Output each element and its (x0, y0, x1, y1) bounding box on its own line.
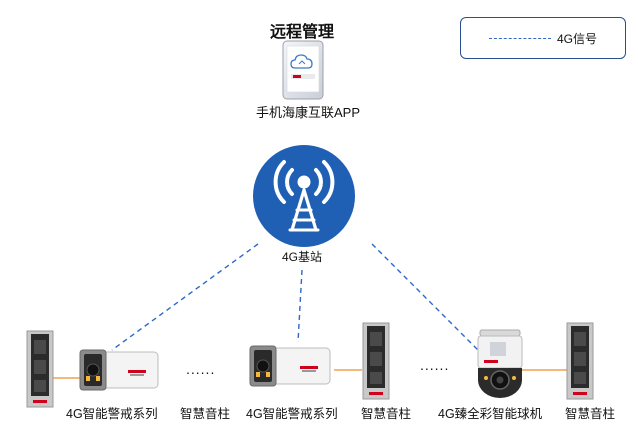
base-station-icon (253, 145, 355, 247)
legend: 4G信号 (460, 17, 626, 59)
device-label-speaker-3: 智慧音柱 (565, 407, 616, 421)
legend-label: 4G信号 (557, 32, 598, 46)
device-label-dome-camera: 4G臻全彩智能球机 (438, 407, 543, 421)
signal-line-right (371, 243, 479, 351)
page-title: 远程管理 (270, 24, 335, 41)
bullet-camera-icon (79, 349, 159, 391)
device-label-warning-camera-1: 4G智能警戒系列 (66, 407, 158, 421)
ellipsis-1: ...... (186, 361, 216, 377)
bullet-camera-icon (249, 345, 331, 387)
base-station-label: 4G基站 (282, 250, 323, 264)
device-label-warning-camera-2: 4G智能警戒系列 (246, 407, 338, 421)
legend-dashed-line (489, 38, 551, 39)
ellipsis-2: ...... (420, 357, 450, 373)
cloud-icon (290, 54, 313, 69)
device-label-speaker-2: 智慧音柱 (361, 407, 412, 421)
speaker-column-icon (566, 322, 594, 400)
signal-line-left (111, 243, 259, 351)
signal-tower-icon (273, 160, 335, 232)
phone-app-icon (282, 40, 324, 100)
dome-camera-icon (477, 329, 523, 398)
app-label: 手机海康互联APP (256, 105, 361, 120)
speaker-column-icon (362, 322, 390, 400)
device-label-speaker-1: 智慧音柱 (180, 407, 231, 421)
speaker-column-icon (26, 330, 54, 408)
signal-line-middle (297, 269, 303, 343)
